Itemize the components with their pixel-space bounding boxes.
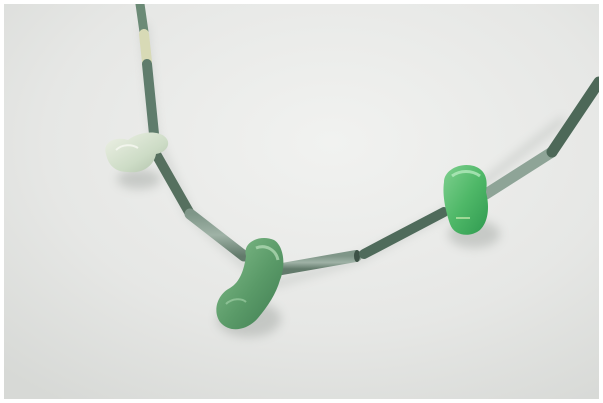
pale-bead xyxy=(105,132,169,173)
necklace-cord xyxy=(135,4,599,275)
background xyxy=(4,4,599,399)
cream-tube xyxy=(139,29,152,67)
necklace-photo xyxy=(4,4,599,399)
bright-bead xyxy=(443,164,488,235)
necklace-scene xyxy=(4,4,599,399)
jade-bead xyxy=(216,237,284,330)
